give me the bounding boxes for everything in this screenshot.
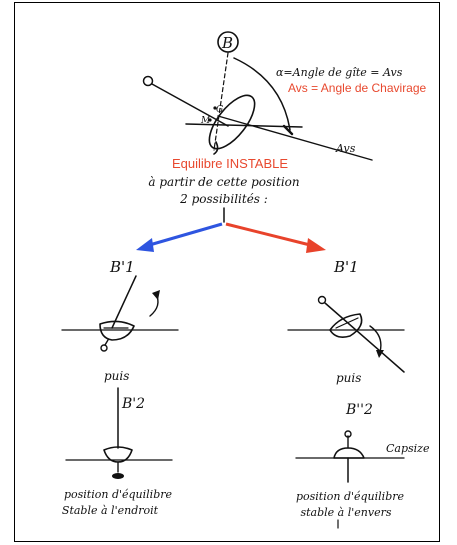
left-arrow-shaft [145, 222, 223, 248]
left-keel-1 [104, 339, 109, 346]
vertical-axis [213, 52, 229, 151]
b2-left-label: B'2 [121, 396, 145, 412]
right-arrow-head [306, 238, 326, 253]
g-point [213, 106, 217, 110]
stable-left-1: position d'équilibre [64, 488, 173, 501]
right-rotation-arrow [369, 325, 382, 353]
from-here-line-2: 2 possibilités : [179, 192, 268, 206]
m-mark: M [200, 116, 211, 126]
puis-left: puis [104, 369, 129, 383]
m-point [208, 118, 212, 122]
left-keel-bulb-2 [112, 473, 124, 479]
heel-angle-arc [233, 57, 291, 131]
b-top-label: B [221, 34, 233, 52]
arc-tick [282, 124, 294, 136]
mast-top-circle [142, 75, 154, 87]
b-circle [217, 31, 239, 53]
b2-right-label: B''2 [345, 402, 373, 418]
angle-definition: α=Angle de gîte = Avs [276, 66, 403, 79]
b1-left-label: B'1 [109, 258, 135, 276]
right-arrow-shaft [225, 222, 315, 248]
capsize-label: Capsize [386, 442, 430, 455]
right-keel-bulb-2 [344, 430, 352, 438]
right-mast-top [317, 295, 327, 305]
g-mark: G [216, 105, 223, 115]
top-hull-keel [213, 141, 219, 155]
top-waterline [185, 123, 303, 128]
from-here-line-1: à partir de cette position [148, 175, 299, 189]
right-branch: B'1 puis B''2 Capsize position d'équilib… [287, 258, 430, 529]
tilted-mast [151, 83, 229, 127]
right-rotation-head [376, 350, 384, 358]
b1-right-label: B'1 [333, 258, 359, 276]
stable-right-1: position d'équilibre [296, 490, 405, 503]
avs-definition: Avs = Angle de Chavirage [288, 81, 427, 95]
right-hull-1-line [335, 317, 359, 329]
right-mast-1 [324, 302, 405, 373]
branch-arrows [136, 222, 326, 253]
stable-right-2: stable à l'envers [300, 506, 391, 519]
top-section: B Avs G M α=Angle de gîte = Avs Avs = An… [142, 31, 427, 161]
left-rotation-head [152, 290, 160, 300]
puis-right: puis [336, 371, 361, 385]
left-keel-bulb-1 [100, 344, 108, 352]
left-branch: B'1 puis B'2 position d'équilibre Stable… [61, 258, 179, 517]
left-hull-2 [103, 446, 133, 463]
unstable-title: Equilibre INSTABLE [172, 156, 288, 171]
stable-left-2: Stable à l'endroit [62, 504, 159, 517]
left-arrow-head [136, 238, 154, 252]
unstable-section: Equilibre INSTABLE à partir de cette pos… [148, 156, 300, 223]
right-hull-1 [329, 313, 363, 338]
left-mast-1 [111, 275, 137, 329]
avs-line-label: Avs [335, 142, 356, 155]
right-hull-2 [333, 447, 365, 459]
left-hull-1 [99, 320, 135, 341]
avs-line [217, 115, 373, 161]
top-hull [208, 94, 256, 150]
diagram-frame [14, 2, 440, 542]
